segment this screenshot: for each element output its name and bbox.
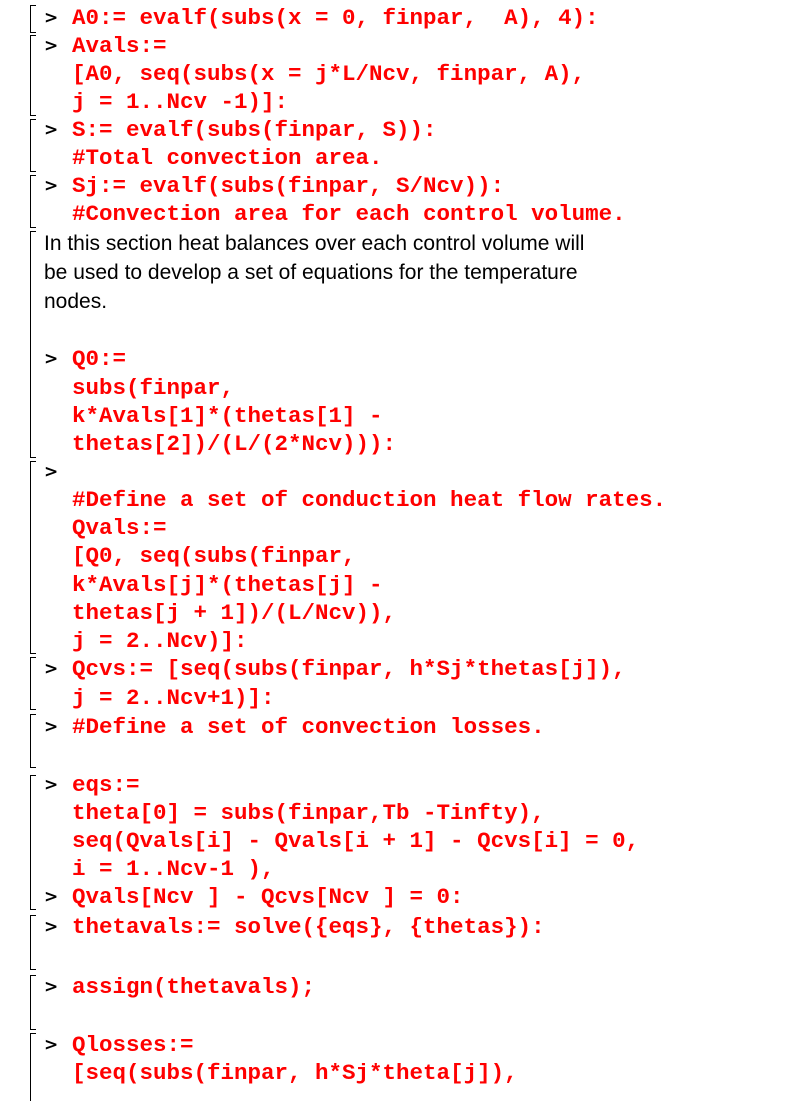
group-bracket[interactable] bbox=[30, 119, 36, 172]
code-comment[interactable]: #Convection area for each control volume… bbox=[72, 201, 626, 227]
prompt: > bbox=[44, 120, 59, 140]
code-line[interactable]: Qcvs:= [seq(subs(finpar, h*Sj*thetas[j])… bbox=[72, 656, 626, 682]
group-bracket[interactable] bbox=[30, 915, 36, 970]
prompt: > bbox=[44, 659, 59, 679]
code-line[interactable]: eqs:= bbox=[72, 772, 140, 798]
prompt: > bbox=[44, 36, 59, 56]
prompt: > bbox=[44, 887, 59, 907]
code-line[interactable]: assign(thetavals); bbox=[72, 974, 316, 1000]
group-bracket[interactable] bbox=[30, 1033, 36, 1101]
code-line[interactable]: S:= evalf(subs(finpar, S)): bbox=[72, 117, 437, 143]
code-line[interactable]: i = 1..Ncv-1 ), bbox=[72, 856, 275, 882]
code-line[interactable]: Q0:= bbox=[72, 346, 127, 372]
group-bracket[interactable] bbox=[30, 231, 36, 458]
prompt: > bbox=[44, 717, 59, 737]
code-line[interactable]: [Q0, seq(subs(finpar, bbox=[72, 543, 356, 569]
code-line[interactable]: k*Avals[j]*(thetas[j] - bbox=[72, 572, 383, 598]
code-line[interactable]: thetavals:= solve({eqs}, {thetas}): bbox=[72, 914, 545, 940]
code-line[interactable]: Qvals[Ncv ] - Qcvs[Ncv ] = 0: bbox=[72, 884, 464, 910]
prompt: > bbox=[44, 176, 59, 196]
group-bracket[interactable] bbox=[30, 775, 36, 910]
code-line[interactable]: k*Avals[1]*(thetas[1] - bbox=[72, 403, 383, 429]
prompt: > bbox=[44, 1035, 59, 1055]
prompt: > bbox=[44, 349, 59, 369]
group-bracket[interactable] bbox=[30, 5, 36, 33]
code-line[interactable]: Sj:= evalf(subs(finpar, S/Ncv)): bbox=[72, 173, 505, 199]
code-line[interactable]: thetas[j + 1])/(L/Ncv)), bbox=[72, 600, 397, 626]
code-comment[interactable]: #Define a set of conduction heat flow ra… bbox=[72, 487, 667, 513]
code-line[interactable]: seq(Qvals[i] - Qvals[i + 1] - Qcvs[i] = … bbox=[72, 828, 640, 854]
code-line[interactable]: theta[0] = subs(finpar,Tb -Tinfty), bbox=[72, 800, 545, 826]
code-line[interactable]: Qlosses:= bbox=[72, 1032, 194, 1058]
text-paragraph: be used to develop a set of equations fo… bbox=[44, 261, 578, 284]
prompt: > bbox=[44, 917, 59, 937]
prompt: > bbox=[44, 775, 59, 795]
code-comment[interactable]: #Define a set of convection losses. bbox=[72, 714, 545, 740]
code-line[interactable]: [A0, seq(subs(x = j*L/Ncv, finpar, A), bbox=[72, 61, 586, 87]
code-line[interactable]: j = 2..Ncv+1)]: bbox=[72, 685, 275, 711]
group-bracket[interactable] bbox=[30, 975, 36, 1030]
prompt: > bbox=[44, 8, 59, 28]
code-line[interactable]: Qvals:= bbox=[72, 515, 167, 541]
text-paragraph: In this section heat balances over each … bbox=[44, 232, 585, 255]
text-paragraph: nodes. bbox=[44, 290, 108, 313]
prompt: > bbox=[44, 977, 59, 997]
prompt: > bbox=[44, 462, 59, 482]
group-bracket[interactable] bbox=[30, 35, 36, 116]
group-bracket[interactable] bbox=[30, 657, 36, 710]
code-line[interactable]: subs(finpar, bbox=[72, 375, 235, 401]
code-line[interactable]: Avals:= bbox=[72, 33, 167, 59]
group-bracket[interactable] bbox=[30, 175, 36, 228]
code-line[interactable]: [seq(subs(finpar, h*Sj*theta[j]), bbox=[72, 1060, 518, 1086]
code-line[interactable]: j = 1..Ncv -1)]: bbox=[72, 89, 289, 115]
code-line[interactable]: A0:= evalf(subs(x = 0, finpar, A), 4): bbox=[72, 5, 599, 31]
code-line[interactable]: thetas[2])/(L/(2*Ncv))): bbox=[72, 431, 397, 457]
group-bracket[interactable] bbox=[30, 714, 36, 768]
code-comment[interactable]: #Total convection area. bbox=[72, 145, 383, 171]
group-bracket[interactable] bbox=[30, 461, 36, 654]
code-line[interactable]: j = 2..Ncv)]: bbox=[72, 628, 248, 654]
